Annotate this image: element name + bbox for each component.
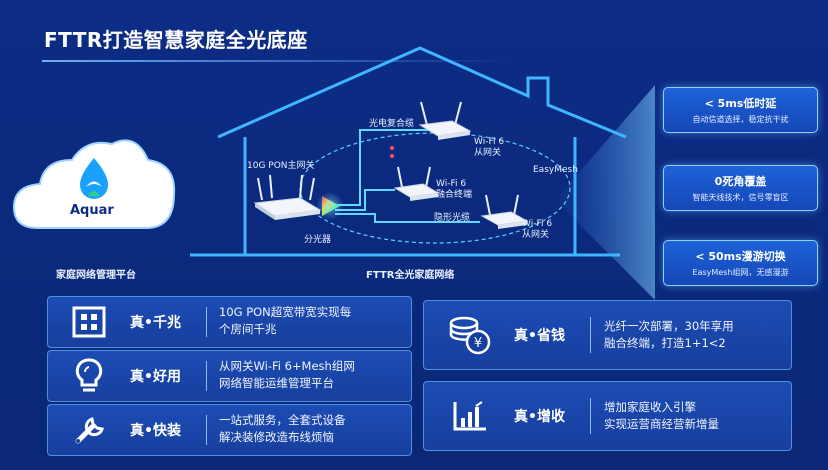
cloud-brand: Aquar bbox=[70, 203, 114, 218]
card-name: 真•快装 bbox=[130, 423, 181, 439]
card-desc: 一站式服务，全套式设备解决装修改造布线烦恼 bbox=[219, 413, 346, 444]
house-caption: FTTR全光家庭网络 bbox=[366, 270, 455, 281]
fiber-top-label: 光电复合缆 bbox=[369, 119, 415, 129]
coins-icon: ¥ bbox=[449, 316, 491, 355]
splitter-label: 分光器 bbox=[304, 235, 332, 245]
page-title: FTTR打造智慧家庭全光底座 bbox=[44, 28, 308, 52]
feature-title: < 5ms低时延 bbox=[704, 97, 777, 110]
card-name: 真•省钱 bbox=[514, 328, 565, 344]
ap-top-device bbox=[418, 101, 472, 140]
main-gateway-device bbox=[253, 174, 322, 220]
card-name: 真•千兆 bbox=[130, 315, 181, 331]
card-desc: 从网关Wi-Fi 6+Mesh组网网络智能运维管理平台 bbox=[219, 359, 355, 390]
card-revenue: 真•增收 增加家庭收入引擎实现运营商经营新增量 bbox=[423, 381, 792, 451]
ap-right-device bbox=[480, 194, 529, 229]
card-installation: 真•快装 一站式服务，全套式设备解决装修改造布线烦恼 bbox=[47, 404, 412, 456]
feature-title: 0死角覆盖 bbox=[714, 175, 767, 188]
fiber-hidden bbox=[335, 213, 480, 223]
indicator-dot bbox=[390, 154, 394, 158]
bulb-icon bbox=[75, 358, 103, 392]
main-gateway-label: 10G PON主网关 bbox=[247, 161, 315, 171]
wrench-icon bbox=[75, 417, 104, 444]
ap-mid-device bbox=[393, 166, 440, 201]
card-savings: ¥ 真•省钱 光纤一次部署，30年享用融合终端，打造1+1<2 bbox=[423, 300, 792, 370]
feature-coverage: 0死角覆盖 智能天线技术，信号零盲区 bbox=[663, 165, 818, 211]
fiber-top bbox=[325, 129, 440, 206]
card-desc: 光纤一次部署，30年享用融合终端，打造1+1<2 bbox=[604, 319, 734, 350]
fiber-hidden-label: 隐形光缆 bbox=[434, 213, 471, 223]
qr-grid-icon bbox=[72, 306, 106, 338]
house-outline bbox=[217, 46, 627, 139]
card-usability: 真•好用 从网关Wi-Fi 6+Mesh组网网络智能运维管理平台 bbox=[47, 350, 412, 402]
splitter-glow bbox=[316, 192, 344, 220]
indicator-dot bbox=[390, 146, 394, 150]
cloud-caption: 家庭网络管理平台 bbox=[56, 270, 136, 281]
svg-text:¥: ¥ bbox=[474, 336, 482, 351]
feature-subtitle: 自动信道选择，稳定抗干扰 bbox=[692, 115, 789, 124]
feature-roaming: < 50ms漫游切换 EasyMesh组网，无感漫游 bbox=[663, 240, 818, 286]
card-desc: 增加家庭收入引擎实现运营商经营新增量 bbox=[604, 400, 719, 431]
aquar-logo-icon bbox=[80, 158, 108, 199]
fiber-mid bbox=[335, 189, 395, 211]
card-desc: 10G PON超宽带宽实现每个房间千兆 bbox=[219, 305, 352, 336]
card-gigabit: 真•千兆 10G PON超宽带宽实现每个房间千兆 bbox=[47, 296, 412, 348]
title-underline bbox=[42, 60, 512, 62]
card-name: 真•增收 bbox=[514, 409, 565, 425]
growth-chart-icon bbox=[453, 401, 486, 431]
feature-title: < 50ms漫游切换 bbox=[695, 250, 786, 263]
easymesh-label: EasyMesh bbox=[533, 165, 578, 175]
card-name: 真•好用 bbox=[130, 369, 181, 385]
feature-subtitle: EasyMesh组网，无感漫游 bbox=[692, 268, 789, 277]
light-cone bbox=[555, 85, 655, 300]
feature-subtitle: 智能天线技术，信号零盲区 bbox=[692, 193, 789, 202]
feature-low-latency: < 5ms低时延 自动信道选择，稳定抗干扰 bbox=[663, 87, 818, 133]
